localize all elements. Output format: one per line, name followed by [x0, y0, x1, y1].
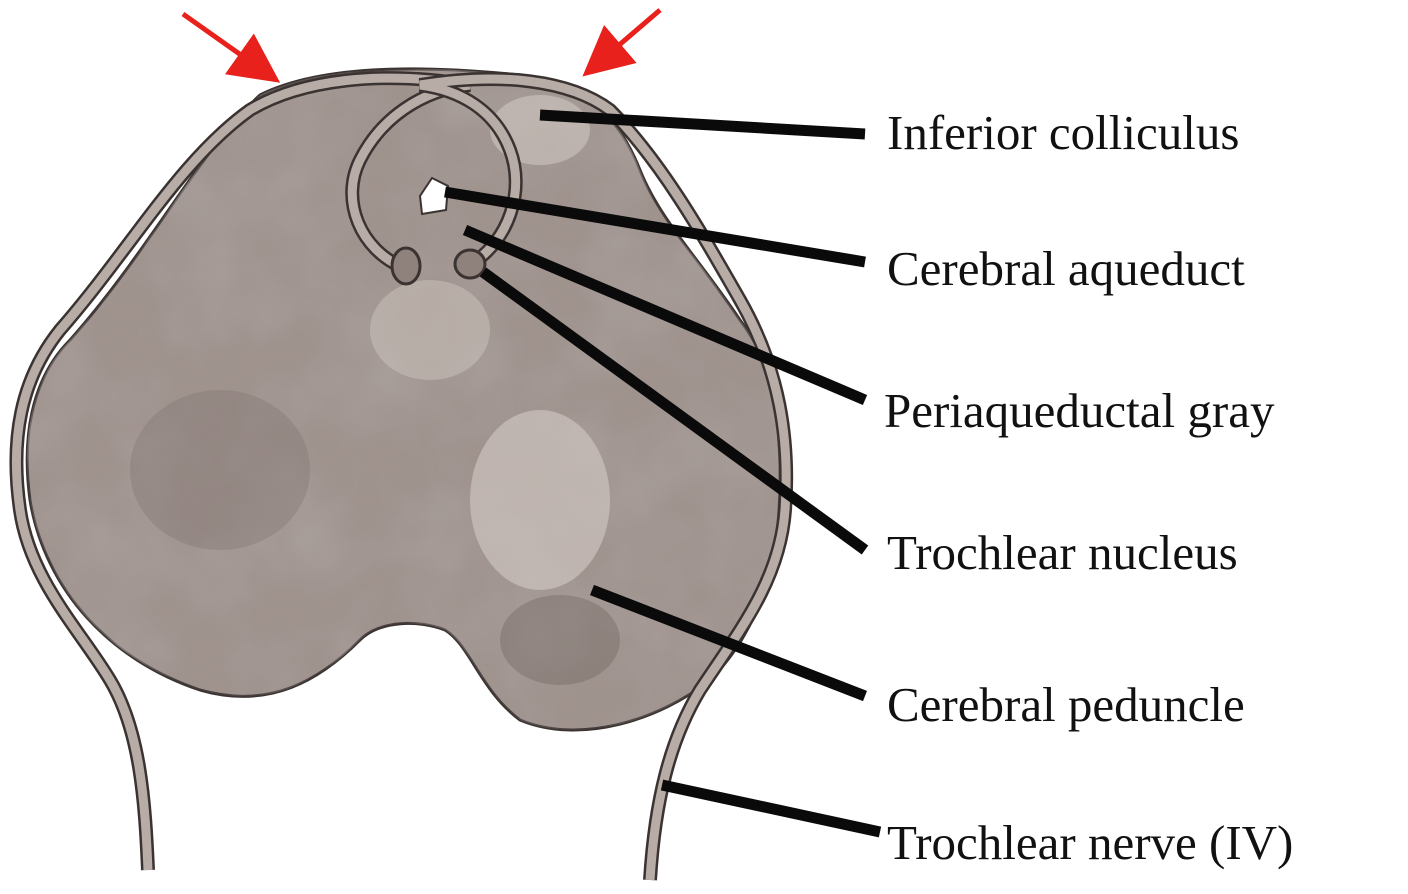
label-periaqueductal-gray: Periaqueductal gray — [884, 386, 1274, 435]
trochlear-nucleus-right — [455, 250, 485, 278]
light-region — [370, 280, 490, 380]
dark-region — [130, 390, 310, 550]
red-arrows — [183, 10, 660, 77]
light-region — [470, 410, 610, 590]
label-trochlear-nucleus: Trochlear nucleus — [887, 528, 1238, 577]
label-inferior-colliculus: Inferior colliculus — [887, 108, 1239, 157]
label-cerebral-aqueduct: Cerebral aqueduct — [887, 244, 1245, 293]
label-cerebral-peduncle: Cerebral peduncle — [887, 680, 1245, 729]
label-trochlear-nerve: Trochlear nerve (IV) — [887, 818, 1293, 867]
dark-region — [500, 595, 620, 685]
leader-trochlear-nerve — [662, 785, 880, 832]
red-arrow-right — [590, 10, 660, 70]
trochlear-nucleus-left — [392, 248, 420, 284]
red-arrow-left — [183, 14, 272, 77]
